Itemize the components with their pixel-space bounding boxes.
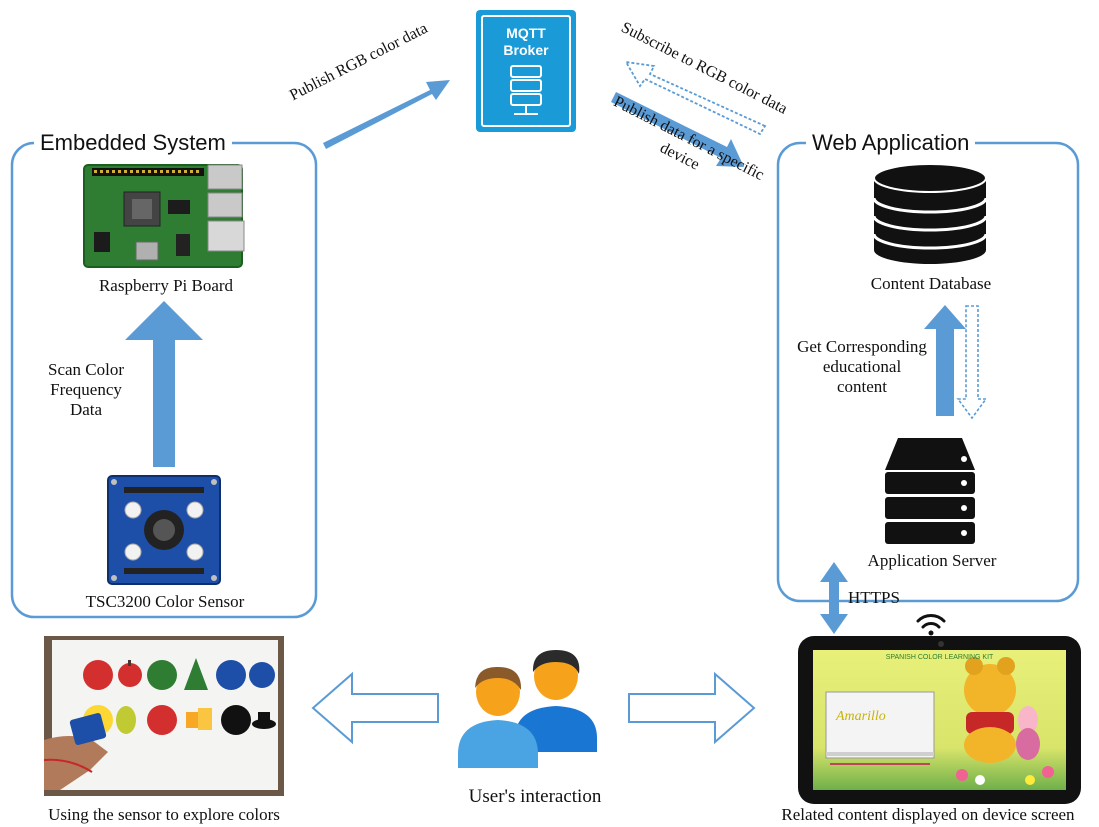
get-content-line1: Get Corresponding <box>797 337 927 356</box>
raspberry-pi-board-image <box>83 164 245 268</box>
content-down-arrow <box>956 305 988 420</box>
tablet-screen-title: SPANISH COLOR LEARNING KIT <box>885 654 994 661</box>
color-sensor-image <box>107 475 221 585</box>
scan-color-label: Scan Color Frequency Data <box>30 360 142 420</box>
get-content-line2: educational <box>822 357 902 376</box>
mqtt-broker-line2: Broker <box>503 42 549 58</box>
web-application-title: Web Application <box>806 130 976 156</box>
photo-caption: Using the sensor to explore colors <box>48 805 280 824</box>
database-icon <box>872 163 988 264</box>
get-content-label: Get Corresponding educational content <box>786 337 938 397</box>
mqtt-broker-label: MQTT Broker <box>476 25 576 59</box>
right-hollow-arrow <box>628 671 756 745</box>
sensor-usage-photo <box>43 636 284 796</box>
scan-color-line2: Frequency <box>50 380 122 399</box>
server-label: Application Server <box>867 551 997 570</box>
content-up-arrow <box>924 305 966 416</box>
raspberry-pi-label: Raspberry Pi Board <box>98 276 234 295</box>
embedded-system-title: Embedded System <box>34 130 232 156</box>
mqtt-broker-line1: MQTT <box>506 25 546 41</box>
users-icon <box>458 650 597 768</box>
color-sensor-label: TSC3200 Color Sensor <box>85 592 245 611</box>
svg-text:Amarillo: Amarillo <box>835 709 886 724</box>
https-double-arrow <box>820 562 848 634</box>
subscribe-rgb-arrow <box>624 60 767 136</box>
mqtt-broker-icon <box>476 10 576 132</box>
scan-up-arrow <box>125 301 203 467</box>
user-interaction-label: User's interaction <box>468 786 602 807</box>
publish-rgb-arrow <box>323 80 450 149</box>
server-icon <box>885 438 975 544</box>
wifi-icon <box>916 614 946 636</box>
publish-device-arrow <box>611 92 744 167</box>
scan-color-line1: Scan Color <box>47 360 125 379</box>
database-label: Content Database <box>870 274 992 293</box>
tablet-caption: Related content displayed on device scre… <box>781 805 1075 824</box>
left-hollow-arrow <box>311 671 439 745</box>
scan-color-line3: Data <box>69 400 103 419</box>
get-content-line3: content <box>836 377 888 396</box>
https-label: HTTPS <box>848 588 900 607</box>
tablet-device: Amarillo <box>798 636 1081 804</box>
